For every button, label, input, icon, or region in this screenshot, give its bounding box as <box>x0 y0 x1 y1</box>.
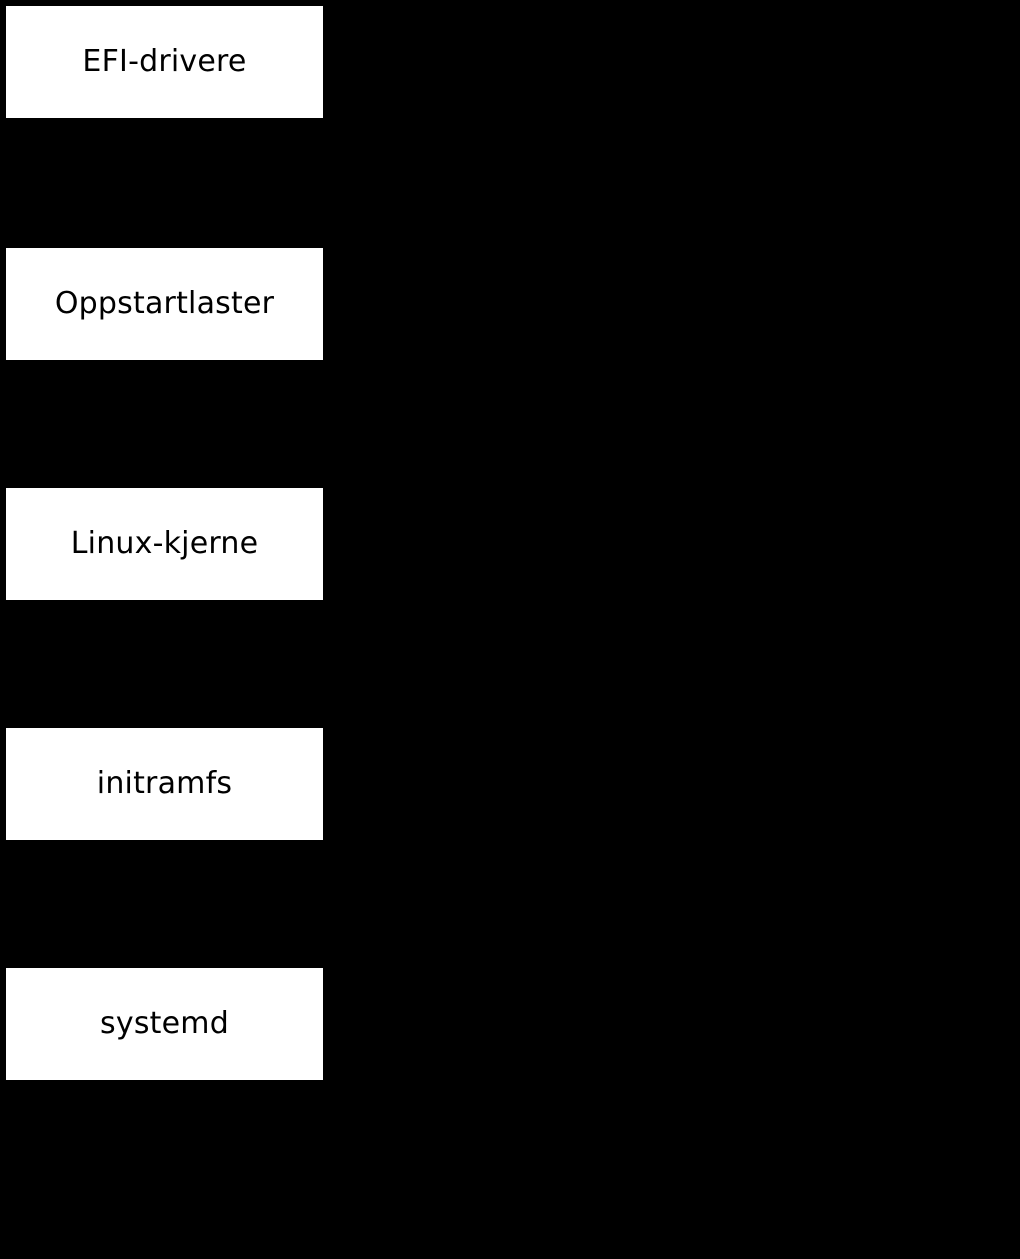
stage-box-initramfs[interactable]: initramfs <box>6 728 323 840</box>
stage-label: initramfs <box>96 766 233 801</box>
stage-box-linux-kjerne[interactable]: Linux-kjerne <box>6 488 323 600</box>
stage-label: Linux-kjerne <box>70 526 259 561</box>
stage-label: systemd <box>100 1006 229 1041</box>
stage-box-oppstartlaster[interactable]: Oppstartlaster <box>6 248 323 360</box>
stage-box-efi-drivere[interactable]: EFI-drivere <box>6 6 323 118</box>
stage-label: EFI-drivere <box>82 44 247 79</box>
stage-label: Oppstartlaster <box>54 286 275 321</box>
stage-box-systemd[interactable]: systemd <box>6 968 323 1080</box>
